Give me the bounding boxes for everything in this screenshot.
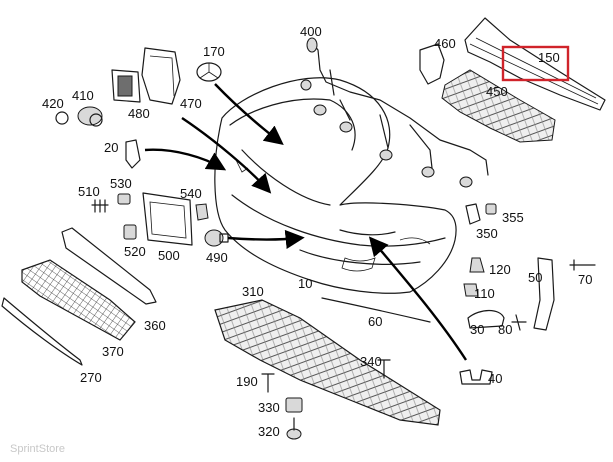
label-400: 400 [300,24,322,39]
label-330: 330 [258,400,280,415]
label-520: 520 [124,244,146,259]
label-480: 480 [128,106,150,121]
bracket-460 [419,43,445,85]
label-370: 370 [102,344,124,359]
highlight-box-150 [501,45,570,82]
label-60: 60 [368,314,382,329]
sensor-harness [300,37,489,188]
clip-350 [465,203,481,225]
label-410: 410 [72,88,94,103]
front-bumper-cover [214,77,457,294]
pin-80 [511,314,527,331]
label-510: 510 [78,184,100,199]
label-110: 110 [474,286,495,301]
label-350: 350 [476,226,498,241]
label-310: 310 [242,284,264,299]
sensor-420 [55,111,69,125]
clip-520 [123,224,137,240]
clip-540 [195,203,209,221]
label-10: 10 [298,276,312,291]
label-500: 500 [158,248,180,263]
label-150: 150 [538,50,560,65]
clip-330 [285,397,303,413]
clip-110 [463,283,479,297]
label-20: 20 [104,140,118,155]
label-355: 355 [502,210,524,225]
label-120: 120 [489,262,511,277]
upper-grille-strip [464,17,606,111]
label-190: 190 [236,374,258,389]
label-530: 530 [110,176,132,191]
strip-60 [321,297,431,323]
clip-355 [485,203,497,215]
label-70: 70 [578,272,592,287]
label-340: 340 [360,354,382,369]
clip-20 [125,139,141,169]
label-40: 40 [488,371,502,386]
label-50: 50 [528,270,542,285]
screw-320 [286,417,302,440]
grille-frame [441,69,556,143]
label-30: 30 [470,322,484,337]
bracket-50 [533,257,555,331]
radar-bracket [111,47,181,105]
star-emblem [196,62,222,82]
watermark: SprintStore [10,443,65,455]
label-470: 470 [180,96,202,111]
screw-510 [91,199,109,213]
part-labels: 400 460 150 170 410 420 480 470 450 20 5… [42,24,592,439]
sensor-410 [77,106,103,127]
label-360: 360 [144,318,166,333]
assembly-arrows [144,83,468,361]
label-320: 320 [258,424,280,439]
label-80: 80 [498,322,512,337]
screw-70 [569,259,596,271]
underbody-shield [214,299,441,426]
label-450: 450 [486,84,508,99]
plate-500 [142,192,193,246]
nut-530 [117,193,131,205]
label-490: 490 [206,250,228,265]
bracket-strip [61,227,157,305]
label-420: 420 [42,96,64,111]
lower-grille [21,259,136,341]
clip-120 [469,257,485,273]
clip-40 [459,369,493,385]
trim-370 [1,297,83,366]
fasteners-190-340 [261,359,391,393]
sensor-490 [204,229,229,247]
cap-30 [467,309,505,329]
label-270: 270 [80,370,102,385]
label-170: 170 [203,44,225,59]
label-460: 460 [434,36,456,51]
label-540: 540 [180,186,202,201]
